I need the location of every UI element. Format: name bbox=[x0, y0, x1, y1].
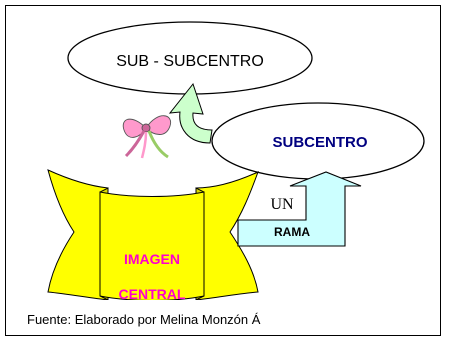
banner-mask bbox=[100, 300, 210, 308]
rama-label-line1: UN bbox=[270, 196, 294, 213]
ribbon-bow-icon bbox=[122, 115, 172, 159]
central-banner: IMAGEN CENTRAL bbox=[47, 169, 259, 302]
source-note: Fuente: Elaborado por Melina Monzón Á bbox=[27, 312, 261, 327]
sub-subcentro-node: SUB - SUBCENTRO bbox=[67, 21, 313, 95]
sub-subcentro-label: SUB - SUBCENTRO bbox=[116, 53, 264, 70]
central-label-line1: IMAGEN bbox=[124, 251, 180, 267]
subcentro-node: SUBCENTRO bbox=[211, 102, 425, 180]
curved-arrow bbox=[168, 82, 213, 144]
rama-arrow bbox=[237, 171, 362, 247]
subcentro-label: SUBCENTRO bbox=[272, 134, 367, 151]
rama-label-line2: RAMA bbox=[274, 225, 310, 239]
central-label-line2: CENTRAL bbox=[119, 286, 186, 302]
